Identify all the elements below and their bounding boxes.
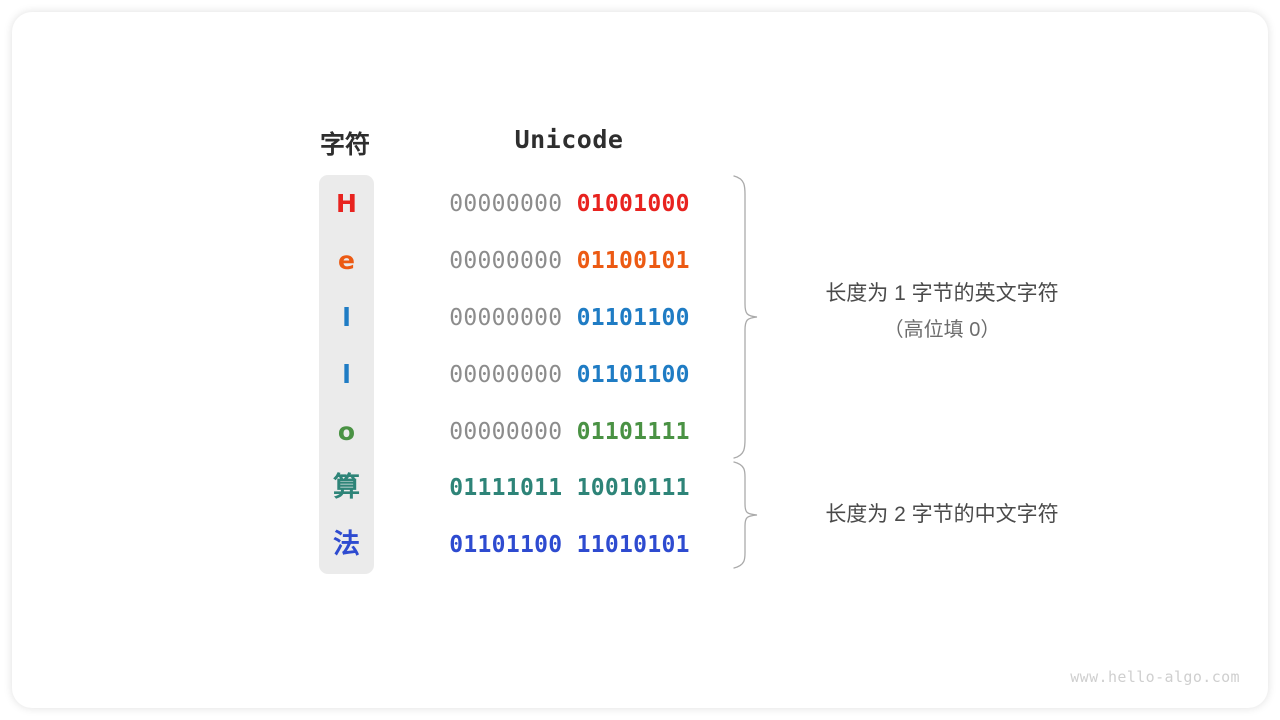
character-column-background (319, 175, 374, 574)
row-character: o (337, 417, 356, 446)
row-unicode-bits: 00000000 01001000 (407, 187, 732, 221)
low-byte: 11010101 (576, 532, 690, 558)
row-character: 法 (333, 529, 360, 560)
row-unicode-bits: 00000000 01100101 (407, 244, 732, 278)
row-unicode-bits: 00000000 01101100 (407, 301, 732, 335)
low-byte: 01001000 (576, 191, 690, 217)
row-unicode-bits: 01111011 10010111 (407, 471, 732, 505)
brace-one-byte-group (730, 172, 764, 467)
high-byte: 00000000 (449, 305, 563, 331)
column-header-character: 字符 (319, 131, 370, 159)
row-unicode-bits: 00000000 01101100 (407, 358, 732, 392)
annotation-one-byte: 长度为 1 字节的英文字符 （高位填 0） (772, 276, 1112, 348)
high-byte: 00000000 (449, 248, 563, 274)
high-byte: 01111011 (449, 475, 563, 501)
low-byte: 10010111 (576, 475, 690, 501)
high-byte: 00000000 (449, 419, 563, 445)
high-byte: 00000000 (449, 191, 563, 217)
row-character: 算 (333, 472, 360, 503)
low-byte: 01101100 (576, 362, 690, 388)
column-header-unicode: Unicode (514, 125, 624, 154)
low-byte: 01101111 (576, 419, 690, 445)
row-character: l (342, 360, 351, 389)
row-character: l (342, 303, 351, 332)
watermark-url: www.hello-algo.com (1070, 668, 1240, 686)
row-character: e (338, 246, 355, 275)
row-character: H (336, 189, 357, 218)
annotation-one-byte-line1: 长度为 1 字节的英文字符 (825, 282, 1059, 305)
annotation-one-byte-line2: （高位填 0） (883, 319, 1001, 341)
row-unicode-bits: 01101100 11010101 (407, 528, 732, 562)
row-unicode-bits: 00000000 01101111 (407, 415, 732, 449)
low-byte: 01101100 (576, 305, 690, 331)
figure-card: 字符 Unicode H 00000000 01001000 e 00000000 0… (12, 12, 1268, 708)
high-byte: 00000000 (449, 362, 563, 388)
annotation-two-byte-line1: 长度为 2 字节的中文字符 (825, 503, 1059, 526)
low-byte: 01100101 (576, 248, 690, 274)
brace-two-byte-group (730, 458, 764, 577)
annotation-two-byte: 长度为 2 字节的中文字符 (772, 497, 1112, 533)
high-byte: 01101100 (449, 532, 563, 558)
